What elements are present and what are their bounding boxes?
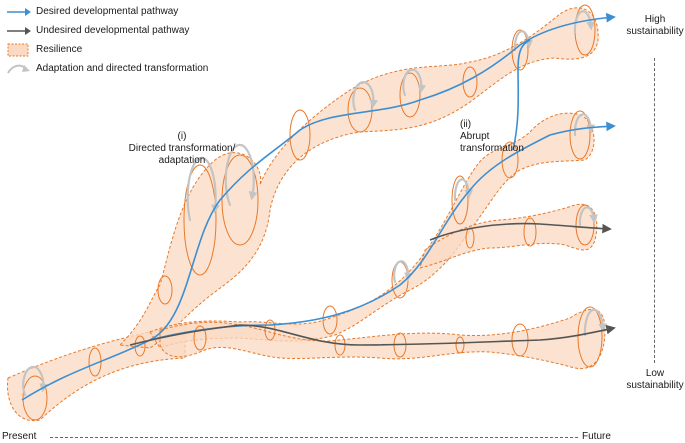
envelope-middle-branch (419, 203, 598, 269)
legend-undesired-label: Undesired developmental pathway (36, 25, 190, 36)
legend-desired: Desired developmental pathway (6, 2, 208, 21)
abrupt-transformation-path (512, 39, 531, 151)
present-label: Present (2, 431, 37, 442)
undesired-pathway-middle (429, 222, 612, 241)
envelope-bottom-branch (159, 308, 606, 370)
legend-resilience-label: Resilience (36, 44, 83, 55)
directed-transformation-label: (i) Directed transformation/ adaptation (128, 131, 236, 166)
legend-undesired: Undesired developmental pathway (6, 21, 208, 40)
envelope-lower-main (149, 112, 595, 349)
undesired-pathway-bottom (129, 324, 616, 346)
legend-adaptation-label: Adaptation and directed transformation (36, 63, 209, 74)
dashed-orange-square-icon (7, 43, 29, 56)
envelope-directed-transformation (118, 7, 599, 349)
blue-arrow-icon (7, 7, 31, 16)
resilience-envelopes (6, 7, 606, 422)
sustainability-axis (654, 58, 655, 363)
legend-adaptation: Adaptation and directed transformation (6, 59, 208, 78)
legend-desired-label: Desired developmental pathway (36, 6, 179, 17)
legend-resilience: Resilience (6, 40, 208, 59)
time-axis (50, 437, 578, 438)
low-sustainability-label: Low sustainability (626, 368, 684, 391)
legend: Desired developmental pathway Undesired … (6, 2, 208, 78)
abrupt-transformation-label: (ii) Abrupt transformation (460, 119, 524, 154)
high-sustainability-label: High sustainability (626, 14, 684, 37)
future-label: Future (582, 431, 611, 442)
adaptation-swirls (22, 10, 608, 397)
curved-gray-arrow-icon (7, 64, 30, 74)
envelope-start (6, 324, 186, 422)
gray-arrow-icon (7, 26, 31, 35)
